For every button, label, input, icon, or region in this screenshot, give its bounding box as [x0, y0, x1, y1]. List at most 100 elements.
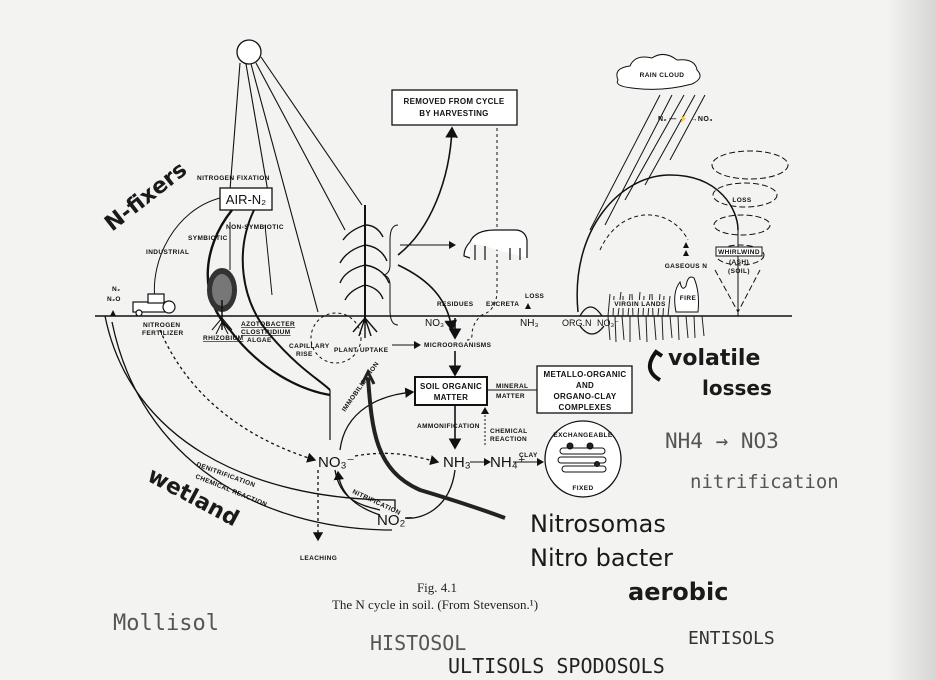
air-n2-label: AIR-N₂ — [226, 192, 266, 207]
annotation-losses: losses — [702, 376, 772, 400]
clostridium-label: CLOSTRIDIUM — [241, 329, 291, 336]
mineral-matter-label-2: MATTER — [496, 393, 525, 400]
som-label-2: MATTER — [434, 393, 469, 402]
annotation-nh4-no3: NH4 → NO3 — [665, 429, 779, 453]
harvest-arrows — [397, 126, 498, 341]
metallo-organic-box — [536, 365, 633, 414]
exchangeable-label: EXCHANGEABLE — [553, 432, 613, 439]
harvesting-label-1: REMOVED FROM CYCLE — [404, 97, 505, 106]
atmospheric-arc — [576, 174, 739, 313]
nitrogen-fertilizer-label-2: FERTILIZER — [142, 330, 184, 337]
whirlwind-icon — [711, 150, 789, 314]
immobilization-label: IMMOBILIZATION — [341, 361, 381, 414]
chemical-reaction-label-1: CHEMICAL — [490, 428, 528, 435]
gaseous-arc — [599, 214, 689, 251]
no2-label: NO₂⁻ — [377, 512, 413, 529]
clay-label: CLAY — [519, 452, 538, 459]
tractor-icon — [132, 293, 176, 317]
leaching-label: LEACHING — [300, 555, 337, 562]
nitrogen-fixation-label: NITROGEN FIXATION — [197, 175, 270, 182]
non-symbiotic-label: NON-SYMBIOTIC — [226, 224, 284, 231]
up-arrow-icon — [683, 242, 689, 256]
rain-cloud-icon — [616, 54, 701, 90]
nh4-label: NH₄⁺ — [490, 454, 526, 471]
up-arrow-icon — [110, 310, 116, 316]
fixed-label: FIXED — [572, 485, 593, 492]
annotation-nitrobacter: Nitro bacter — [530, 544, 673, 572]
annotation-mollisol: Mollisol — [113, 611, 219, 636]
whirlwind-label: WHIRLWIND — [718, 249, 760, 256]
n2o-label: N₂O — [107, 296, 121, 303]
harvesting-label-2: BY HARVESTING — [419, 109, 488, 118]
nitrogen-fertilizer-label: NITROGEN — [143, 322, 181, 329]
n2-label: N₂ — [112, 286, 120, 293]
soil-label: (SOIL) — [728, 268, 750, 275]
annotation-aerobic: aerobic — [628, 578, 728, 606]
industrial-label: INDUSTRIAL — [146, 249, 189, 256]
capillary-loop — [310, 312, 362, 364]
fire-label: FIRE — [680, 295, 697, 302]
loss-label: LOSS — [525, 293, 545, 300]
virgin-lands-label: VIRGIN LANDS — [614, 301, 666, 308]
cycle-arrows — [104, 315, 456, 542]
annotation-histosol: HISTOSOL — [370, 631, 466, 655]
annotation-nitrosomas: Nitrosomas — [530, 510, 666, 538]
up-arrow-icon — [525, 303, 531, 309]
no3-top-label: NO₃⁻ — [425, 318, 449, 329]
fire-icon — [674, 276, 699, 313]
nh3-top-label: NH₃ — [520, 318, 539, 329]
handdrawn-arrowhead — [360, 368, 376, 385]
rhizobium-label: RHIZOBIUM — [203, 335, 243, 342]
legume-plant-icon — [207, 268, 237, 335]
loss-whirl-label: LOSS — [732, 197, 752, 204]
chemical-reaction-label-2: REACTION — [490, 436, 527, 443]
symbiotic-label: SYMBIOTIC — [188, 235, 228, 242]
annotation-nitrification: nitrification — [690, 471, 839, 493]
capillary-rise-label-2: RISE — [296, 351, 313, 358]
azotobacter-label: AZOTOBACTER — [241, 321, 295, 328]
cow-icon — [463, 229, 528, 260]
org-n-loop-top — [579, 306, 603, 317]
lightning-reaction-label: N₂ — ⚡ →NO₃ — [658, 114, 713, 123]
org-n-label: ORG.N — [562, 318, 592, 328]
ash-label: (ASH) — [729, 259, 749, 266]
metallo-label-4: COMPLEXES — [559, 403, 612, 412]
ammonification-label: AMMONIFICATION — [417, 423, 480, 430]
algae-label: ALGAE — [247, 337, 272, 344]
whirlwind-box — [715, 246, 763, 257]
som-label-1: SOIL ORGANIC — [420, 382, 482, 391]
org-n-loop-bottom — [579, 325, 605, 335]
excreta-label: EXCRETA — [486, 301, 519, 308]
metallo-label-1: METALLO-ORGANIC — [543, 370, 626, 379]
air-n2-box — [219, 187, 273, 211]
metallo-label-2: AND — [576, 381, 594, 390]
figure-number: Fig. 4.1 — [417, 580, 457, 595]
virgin-lands-plate — [612, 300, 668, 308]
sun-icon — [229, 39, 363, 313]
clay-layers-icon — [557, 442, 607, 473]
metallo-label-3: ORGANO-CLAY — [553, 392, 616, 401]
mineral-matter-label-1: MINERAL — [496, 383, 528, 390]
microorganisms-label: MICROORGANISMS — [424, 342, 492, 349]
nh3-label: NH₃ — [443, 454, 471, 471]
curved-arrow-annotation — [648, 349, 664, 382]
harvesting-box — [391, 89, 518, 126]
no3-label: NO₃⁻ — [318, 454, 355, 471]
capillary-rise-label: CAPILLARY — [289, 343, 330, 350]
gaseous-n-label: GASEOUS N — [665, 263, 708, 270]
soil-organic-matter-box — [414, 376, 488, 406]
handdrawn-arrow — [366, 377, 506, 520]
annotation-ultisols-spodosols: ULTISOLS SPODOSOLS — [448, 654, 665, 678]
fixation-arrows — [153, 197, 331, 440]
brace — [382, 224, 399, 326]
rain-lines — [589, 94, 706, 231]
plant-uptake-label: PLANT UPTAKE — [334, 347, 389, 354]
figure-caption: The N cycle in soil. (From Stevenson.¹) — [332, 597, 538, 612]
residues-label: RESIDUES — [437, 301, 474, 308]
rain-cloud-label: RAIN CLOUD — [640, 72, 685, 79]
corn-plant-icon — [339, 205, 390, 338]
page-edge-shadow — [886, 0, 936, 680]
no3-right-label: NO₃⁻ — [597, 318, 619, 328]
